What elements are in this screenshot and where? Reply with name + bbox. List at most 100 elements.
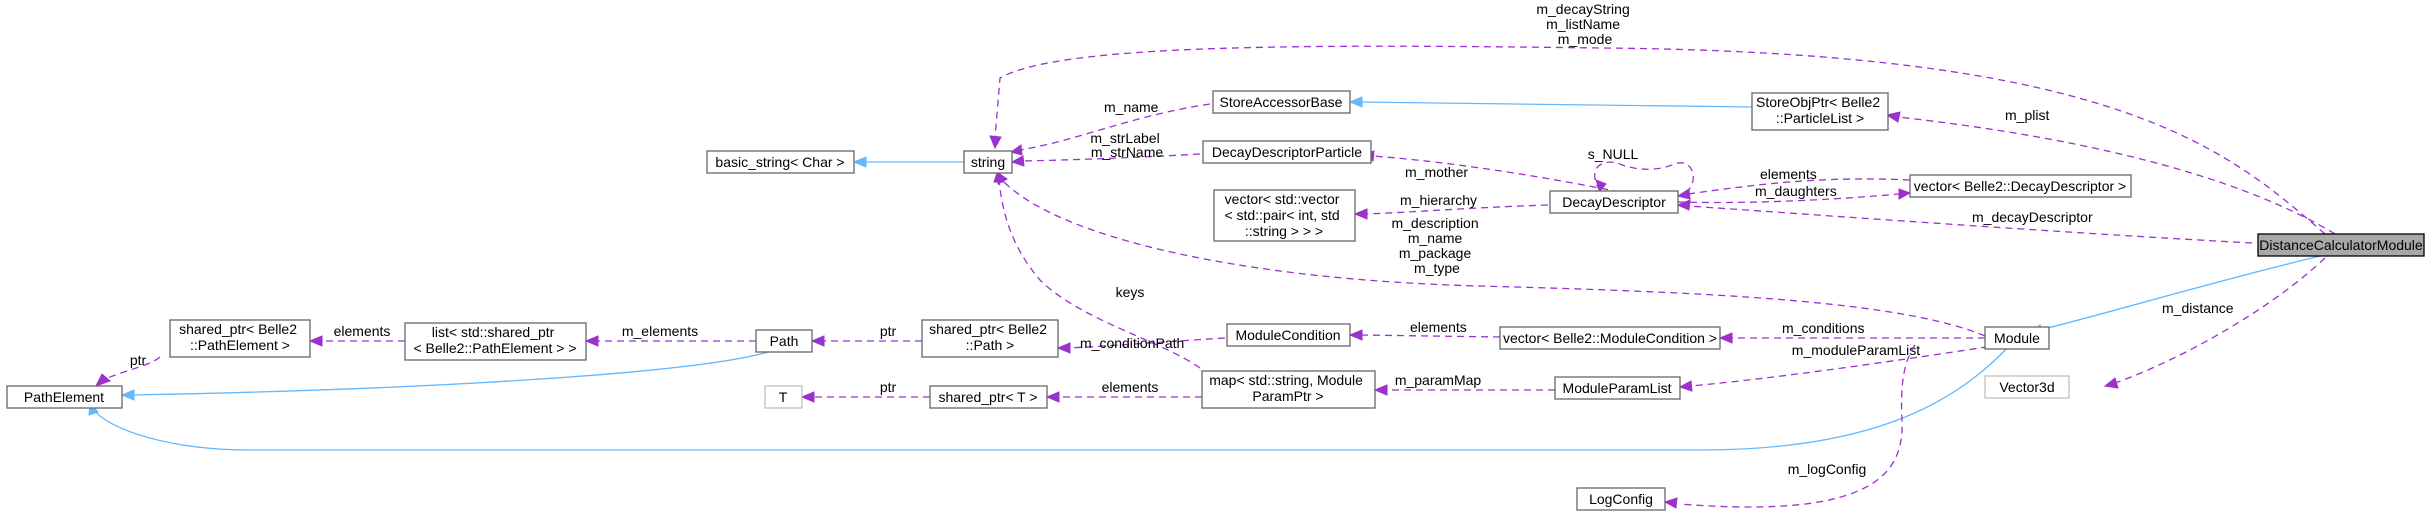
edge-label-hierarchy: m_hierarchy <box>1400 192 1477 208</box>
svg-text:string: string <box>971 154 1005 170</box>
edge-label-module-param-list: m_moduleParamList <box>1792 342 1920 358</box>
edge-list-elements <box>308 335 405 347</box>
svg-text:vector< Belle2::DecayDescripto: vector< Belle2::DecayDescriptor > <box>1914 178 2126 194</box>
node-module[interactable]: Module <box>1984 326 2050 350</box>
edge-label-condition-path: m_conditionPath <box>1080 335 1184 351</box>
node-basic-string[interactable]: basic_string< Char > <box>706 150 855 174</box>
edge-label-elements-condition: elements <box>1410 319 1467 335</box>
edge-s-null <box>1594 161 1694 192</box>
edge-label-plist: m_plist <box>2005 107 2049 123</box>
node-decay-descriptor[interactable]: DecayDescriptor <box>1549 190 1679 214</box>
edge-elements-decay <box>1676 178 1911 200</box>
edge-label-ptr-path-element: ptr <box>130 352 147 368</box>
edge-hierarchy <box>1353 204 1549 220</box>
svg-text:DecayDescriptorParticle: DecayDescriptorParticle <box>1212 144 1362 160</box>
svg-text:shared_ptr< Belle2 ::Pat: shared_ptr< Belle2 ::PathElement > <box>179 321 301 353</box>
node-string[interactable]: string <box>963 150 1013 174</box>
edge-condition-path <box>1056 337 1226 354</box>
edge-daughters <box>1677 188 1912 204</box>
svg-text:shared_ptr< Belle2 ::Pat: shared_ptr< Belle2 ::Path > <box>929 321 1051 353</box>
edge-label-decay-string: m_decayString <box>1536 1 1629 17</box>
node-store-accessor-base[interactable]: StoreAccessorBase <box>1212 90 1351 114</box>
node-list-shared-ptr[interactable]: list< std::shared_ptr < Belle2::PathElem… <box>404 322 587 361</box>
svg-text:T: T <box>779 389 788 405</box>
edge-label-list-name: m_listName <box>1546 16 1620 32</box>
svg-text:PathElement: PathElement <box>24 389 104 405</box>
node-log-config[interactable]: LogConfig <box>1576 487 1666 511</box>
edge-distance <box>2103 257 2326 389</box>
svg-text:StoreObjPtr< Belle2 ::Pa: StoreObjPtr< Belle2 ::ParticleList > <box>1756 94 1884 126</box>
edge-conditions <box>1718 332 1985 344</box>
edge-label-decay-descriptor: m_decayDescriptor <box>1972 209 2093 225</box>
edge-label-distance: m_distance <box>2162 300 2234 316</box>
node-vector-module-condition[interactable]: vector< Belle2::ModuleCondition > <box>1499 326 1721 350</box>
node-path-element[interactable]: PathElement <box>6 385 123 409</box>
edge-decay-descriptor <box>1676 199 2253 244</box>
svg-text:vector< std::vector < st: vector< std::vector < std::pair< int, st… <box>1224 191 1343 239</box>
edge-label-description-group: m_description m_name m_package m_type <box>1391 215 1482 276</box>
node-path[interactable]: Path <box>755 329 813 353</box>
svg-text:ModuleParamList: ModuleParamList <box>1563 380 1672 396</box>
edge-label-decay-string-group: m_decayString m_listName m_mode <box>1536 1 1633 47</box>
svg-text:DecayDescriptor: DecayDescriptor <box>1562 194 1666 210</box>
node-map-module-param[interactable]: map< std::string, Module ParamPtr > <box>1201 370 1376 409</box>
svg-text:LogConfig: LogConfig <box>1589 491 1653 507</box>
svg-text:shared_ptr< T >: shared_ptr< T > <box>938 389 1037 405</box>
edge-ptr-path <box>810 335 922 347</box>
edge-name <box>1009 103 1211 156</box>
edge-plist <box>1885 111 2336 235</box>
node-shared-ptr-path[interactable]: shared_ptr< Belle2 ::Path > <box>921 319 1059 358</box>
node-vector3d[interactable]: Vector3d <box>1984 375 2070 399</box>
svg-text:ModuleCondition: ModuleCondition <box>1235 327 1340 343</box>
node-module-condition[interactable]: ModuleCondition <box>1226 323 1351 347</box>
node-shared-ptr-path-element[interactable]: shared_ptr< Belle2 ::PathElement > <box>169 319 311 358</box>
edge-label-ptr-t: ptr <box>880 379 897 395</box>
svg-text:vector< Belle2::ModuleConditio: vector< Belle2::ModuleCondition > <box>1503 330 1717 346</box>
edge-label-mother: m_mother <box>1405 164 1468 180</box>
node-distance-calculator-module[interactable]: DistanceCalculatorModule <box>2257 233 2425 257</box>
edge-str-label <box>1010 153 1201 167</box>
edge-label-str-name: m_strName <box>1091 144 1164 160</box>
edge-label-ptr-path: ptr <box>880 323 897 339</box>
node-t[interactable]: T <box>764 385 803 409</box>
edge-label-description: m_description <box>1391 215 1478 231</box>
edge-label-keys: keys <box>1116 284 1145 300</box>
node-vector-decay-descriptor[interactable]: vector< Belle2::DecayDescriptor > <box>1909 174 2132 198</box>
edge-label-package: m_package <box>1399 245 1472 261</box>
edge-label-conditions: m_conditions <box>1782 320 1865 336</box>
edge-ptr-t <box>800 391 930 403</box>
edge-label-name: m_name <box>1104 99 1159 115</box>
edge-keys <box>993 168 1201 369</box>
svg-text:StoreAccessorBase: StoreAccessorBase <box>1220 94 1343 110</box>
edge-label-map-elements: elements <box>1102 379 1159 395</box>
edge-label-param-map: m_paramMap <box>1395 372 1482 388</box>
edge-storeobjptr-inherits <box>1348 96 1753 108</box>
svg-text:Module: Module <box>1994 330 2040 346</box>
edge-mother <box>1360 150 1621 193</box>
edge-label-mode: m_mode <box>1558 31 1613 47</box>
svg-text:list< std::shared_ptr <: list< std::shared_ptr < Belle2::PathElem… <box>413 324 576 356</box>
svg-text:DistanceCalculatorModule: DistanceCalculatorModule <box>2259 237 2423 253</box>
edge-ptr-path-element <box>94 356 161 387</box>
edge-label-list-elements: elements <box>334 323 391 339</box>
svg-text:basic_string< Char >: basic_string< Char > <box>715 154 844 170</box>
edge-description-to-string <box>996 170 1986 337</box>
edge-elements-condition <box>1348 329 1501 341</box>
node-module-param-list[interactable]: ModuleParamList <box>1554 376 1681 400</box>
edge-log-config <box>1663 344 1916 509</box>
edge-map-elements <box>1045 391 1202 403</box>
edge-label-str-label-group: m_strLabel m_strName <box>1090 130 1163 160</box>
node-decay-descriptor-particle[interactable]: DecayDescriptorParticle <box>1202 140 1372 164</box>
node-vector-pair[interactable]: vector< std::vector < std::pair< int, st… <box>1213 189 1356 242</box>
node-store-obj-ptr[interactable]: StoreObjPtr< Belle2 ::ParticleList > <box>1751 92 1889 131</box>
edge-label-m-elements: m_elements <box>622 323 698 339</box>
edge-path-inherits <box>120 349 776 401</box>
edge-label-elements: elements <box>1760 166 1817 182</box>
node-shared-ptr-t[interactable]: shared_ptr< T > <box>929 385 1048 409</box>
edge-param-map <box>1373 384 1555 396</box>
edge-label-module-name: m_name <box>1408 230 1463 246</box>
edge-label-type: m_type <box>1414 260 1460 276</box>
edge-label-str-label: m_strLabel <box>1090 130 1159 146</box>
edge-label-daughters: m_daughters <box>1755 183 1837 199</box>
